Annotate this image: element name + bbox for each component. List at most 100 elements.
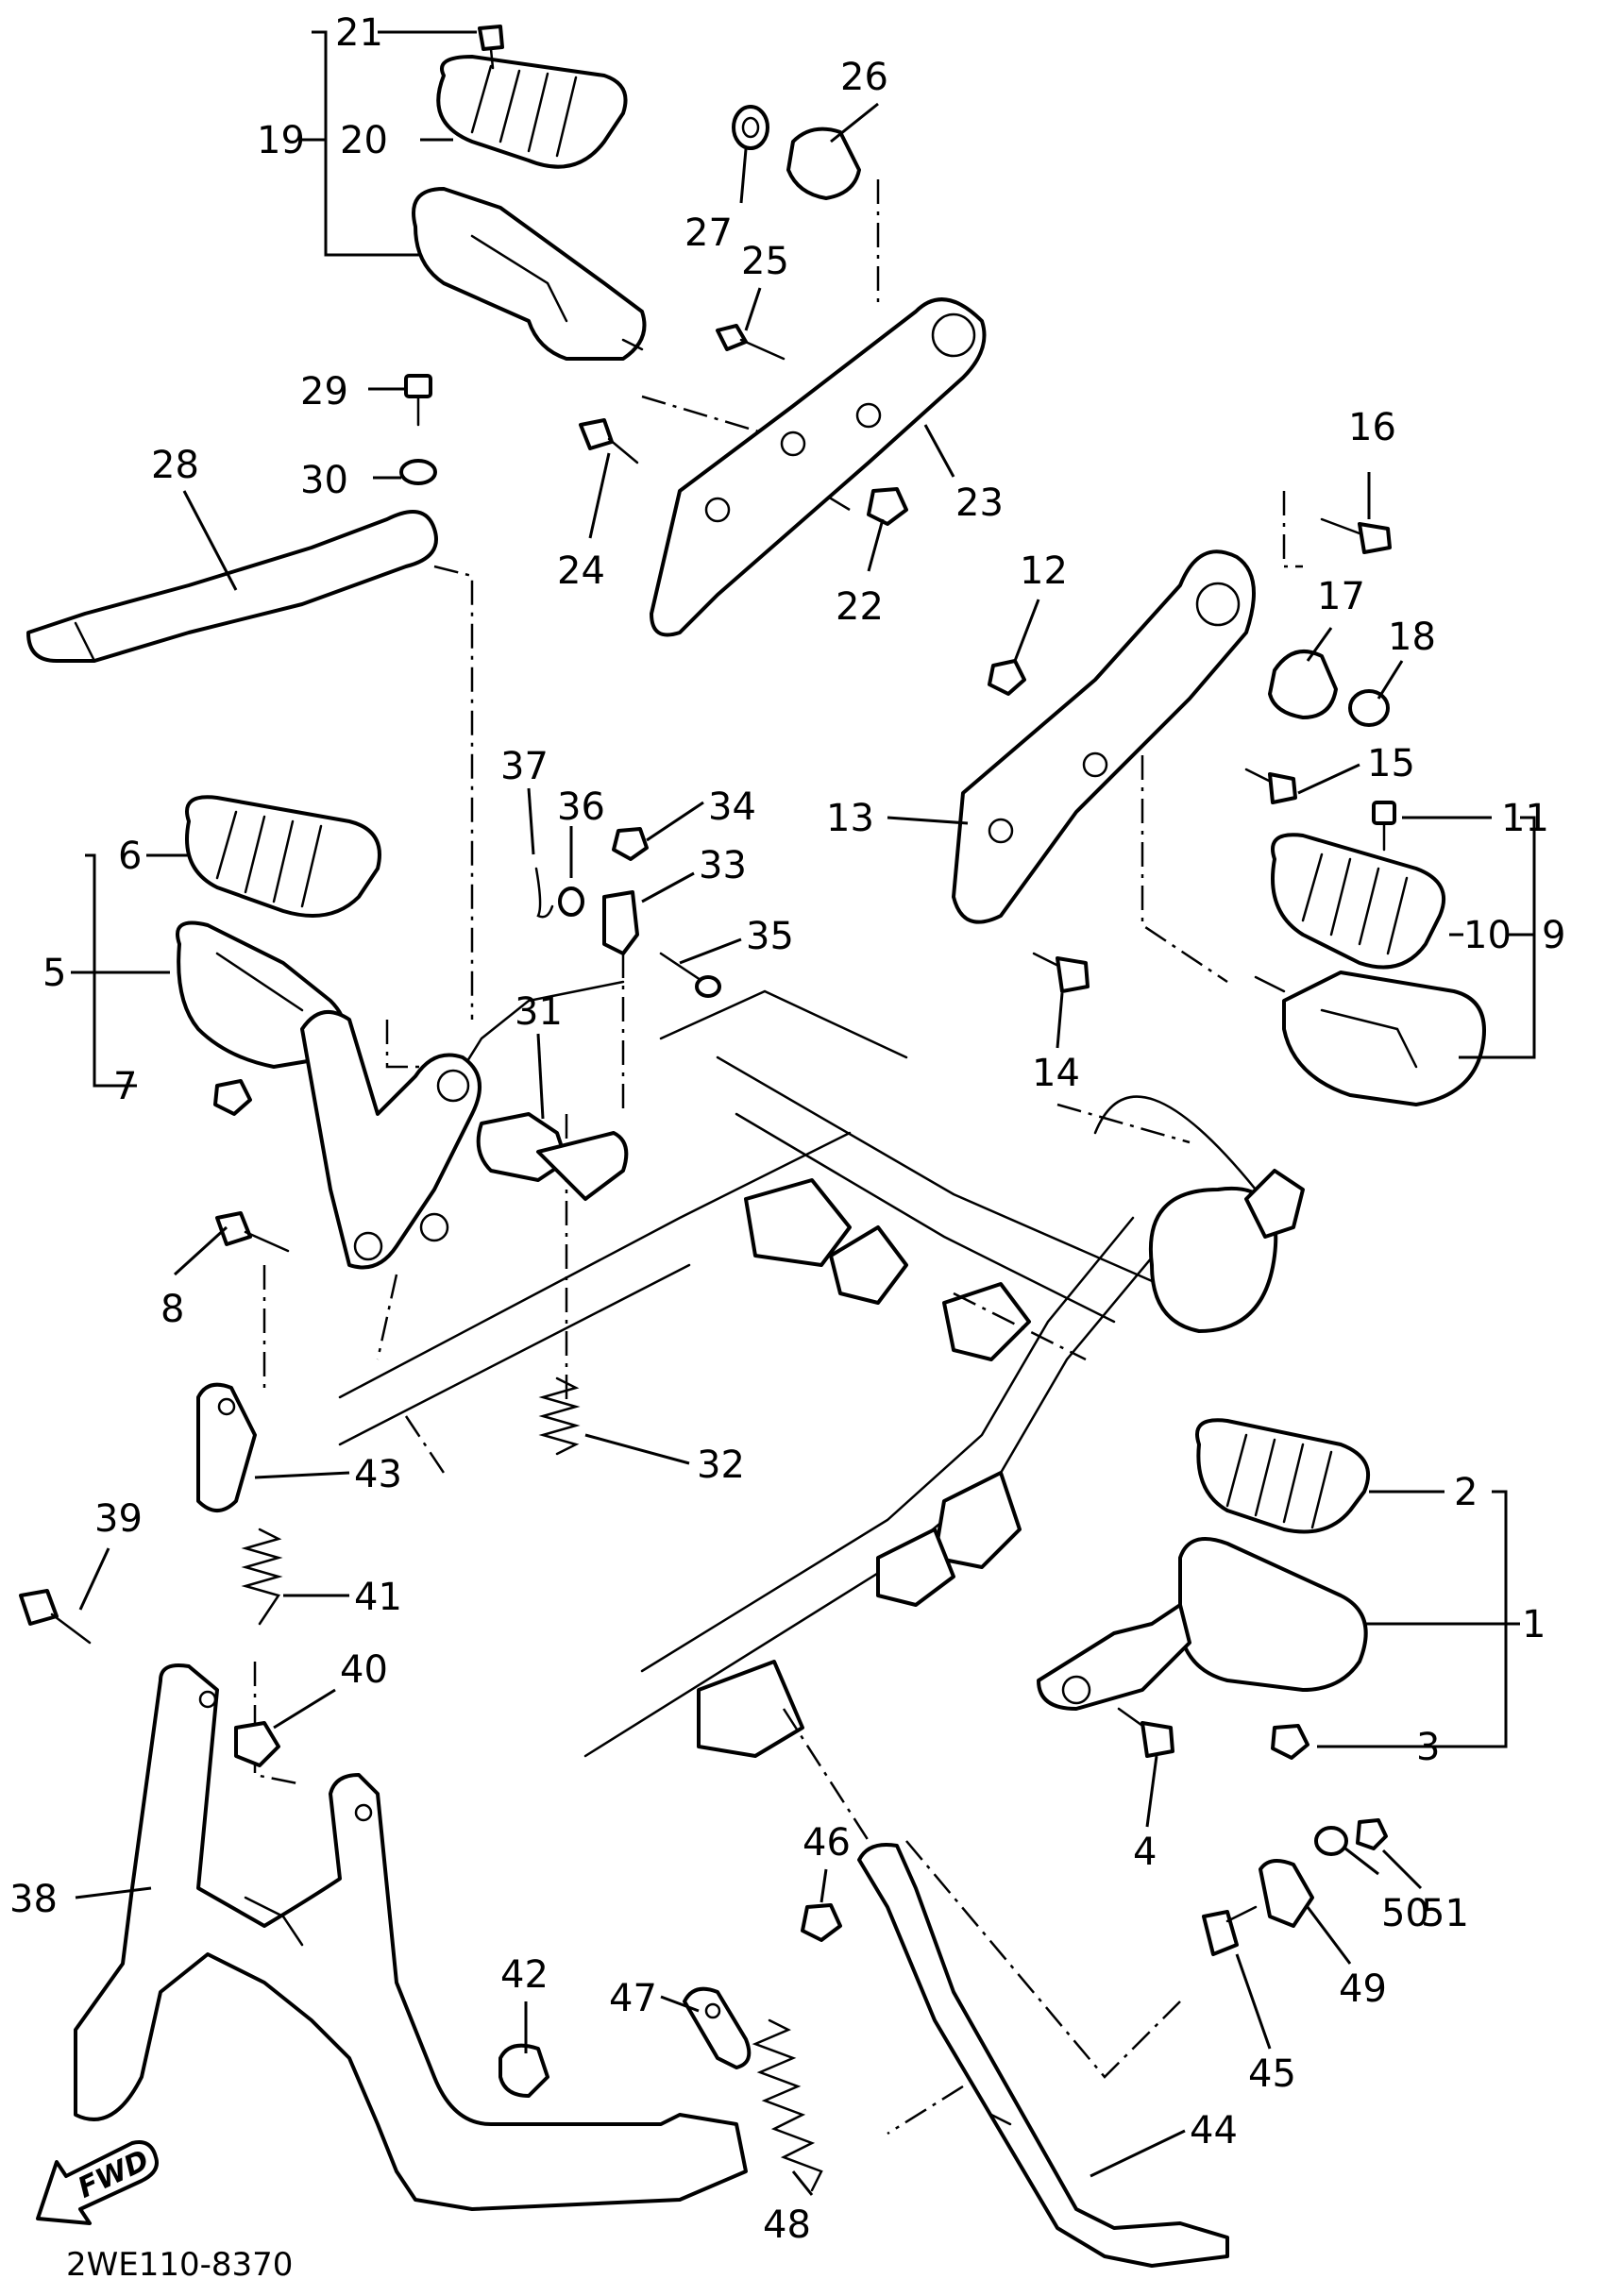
bolt-29 <box>404 374 432 427</box>
drawing-code: 2WE110-8370 <box>66 2246 293 2284</box>
callout-35: 35 <box>746 915 794 958</box>
callout-32: 32 <box>697 1443 745 1487</box>
bolt-39 <box>19 1589 92 1645</box>
bracket-23 <box>650 297 987 637</box>
washer-50 <box>1314 1826 1348 1856</box>
callout-29: 29 <box>300 370 348 414</box>
callout-44: 44 <box>1190 2109 1238 2152</box>
callout-16: 16 <box>1348 406 1396 449</box>
footrest-1 <box>1037 1537 1368 1711</box>
callout-43: 43 <box>354 1453 402 1496</box>
callout-20: 20 <box>340 119 388 162</box>
callout-49: 49 <box>1339 1967 1387 2011</box>
bolt-4 <box>1117 1707 1174 1758</box>
shift-shaft-31 <box>476 1112 629 1201</box>
nut-40 <box>234 1721 280 1767</box>
callout-labels: 21 19 20 26 27 25 23 24 22 29 30 28 16 1… <box>9 11 1565 2284</box>
plate-47 <box>683 1986 752 2069</box>
callout-10: 10 <box>1463 914 1512 957</box>
cotter-pin-37 <box>534 867 554 919</box>
callout-13: 13 <box>826 797 874 840</box>
footrest-19 <box>412 187 647 361</box>
washer-36 <box>558 886 584 917</box>
callout-24: 24 <box>557 549 605 593</box>
callout-14: 14 <box>1032 1052 1080 1095</box>
pin-35 <box>659 952 721 998</box>
frame-outline <box>338 980 1305 1758</box>
callout-50: 50 <box>1381 1892 1429 1935</box>
side-stand-44 <box>857 1843 1229 2268</box>
footrest-rubber-2 <box>1195 1418 1370 1534</box>
main-stand-38 <box>74 1663 748 2211</box>
fwd-arrow-icon: FWD <box>36 2140 159 2225</box>
shift-pedal-28 <box>26 510 438 663</box>
screw-21 <box>478 25 504 70</box>
footrest-rubber-10 <box>1271 833 1445 970</box>
spring-48 <box>752 2018 823 2192</box>
nut-51 <box>1356 1818 1388 1850</box>
callout-38: 38 <box>9 1878 58 1921</box>
bolt-8 <box>215 1211 290 1253</box>
callout-11: 11 <box>1501 797 1549 840</box>
nut-22 <box>867 487 908 526</box>
callout-45: 45 <box>1248 2052 1296 2096</box>
spring-41 <box>241 1528 283 1626</box>
nut-34 <box>612 827 649 861</box>
callout-30: 30 <box>300 459 348 502</box>
washer-18 <box>1348 689 1390 727</box>
bolt-16 <box>1320 517 1392 554</box>
callout-7: 7 <box>113 1065 137 1108</box>
footrest-rubber-20 <box>436 55 628 169</box>
screw-11 <box>1372 801 1396 852</box>
callout-2: 2 <box>1454 1471 1478 1514</box>
footrest-rubber-6 <box>185 795 381 918</box>
washer-30 <box>399 459 437 485</box>
nut-46 <box>801 1903 842 1942</box>
callout-33: 33 <box>699 844 747 887</box>
callout-42: 42 <box>500 1953 549 1997</box>
bolt-45 <box>1202 1905 1258 1956</box>
callout-25: 25 <box>741 240 789 283</box>
collar-26 <box>786 127 861 200</box>
callout-40: 40 <box>340 1648 388 1692</box>
callout-31: 31 <box>515 990 563 1034</box>
footrest-9 <box>1254 971 1486 1106</box>
bolt-14 <box>1032 952 1090 993</box>
callout-12: 12 <box>1020 549 1068 593</box>
nut-3 <box>1271 1724 1309 1760</box>
bolt-25 <box>716 324 786 361</box>
nut-7 <box>213 1079 252 1116</box>
joint-33 <box>602 890 639 955</box>
callout-18: 18 <box>1388 616 1436 659</box>
callout-46: 46 <box>802 1821 851 1865</box>
callout-19: 19 <box>257 119 305 162</box>
callout-23: 23 <box>955 481 1004 525</box>
callout-26: 26 <box>840 56 888 99</box>
callout-47: 47 <box>609 1977 657 2020</box>
bolt-24 <box>579 418 639 464</box>
spring-32 <box>538 1376 581 1456</box>
callout-41: 41 <box>354 1576 402 1619</box>
callout-4: 4 <box>1133 1831 1157 1874</box>
callout-5: 5 <box>42 952 66 995</box>
callout-22: 22 <box>836 585 884 629</box>
callout-27: 27 <box>684 211 733 255</box>
washer-27 <box>732 105 769 150</box>
callout-51: 51 <box>1421 1892 1469 1935</box>
callout-34: 34 <box>708 785 756 829</box>
nut-12 <box>988 659 1026 696</box>
callout-37: 37 <box>500 745 549 788</box>
callout-17: 17 <box>1317 575 1365 618</box>
callout-36: 36 <box>557 785 605 829</box>
callout-9: 9 <box>1542 914 1565 957</box>
stopper-42 <box>498 2043 549 2098</box>
callout-1: 1 <box>1522 1603 1546 1646</box>
plate-49 <box>1259 1859 1314 1928</box>
callout-6: 6 <box>118 835 142 878</box>
collar-17 <box>1268 650 1338 719</box>
bolt-15 <box>1244 768 1297 804</box>
callout-15: 15 <box>1367 742 1415 785</box>
callout-39: 39 <box>94 1497 143 1541</box>
bracket-13 <box>952 549 1256 924</box>
